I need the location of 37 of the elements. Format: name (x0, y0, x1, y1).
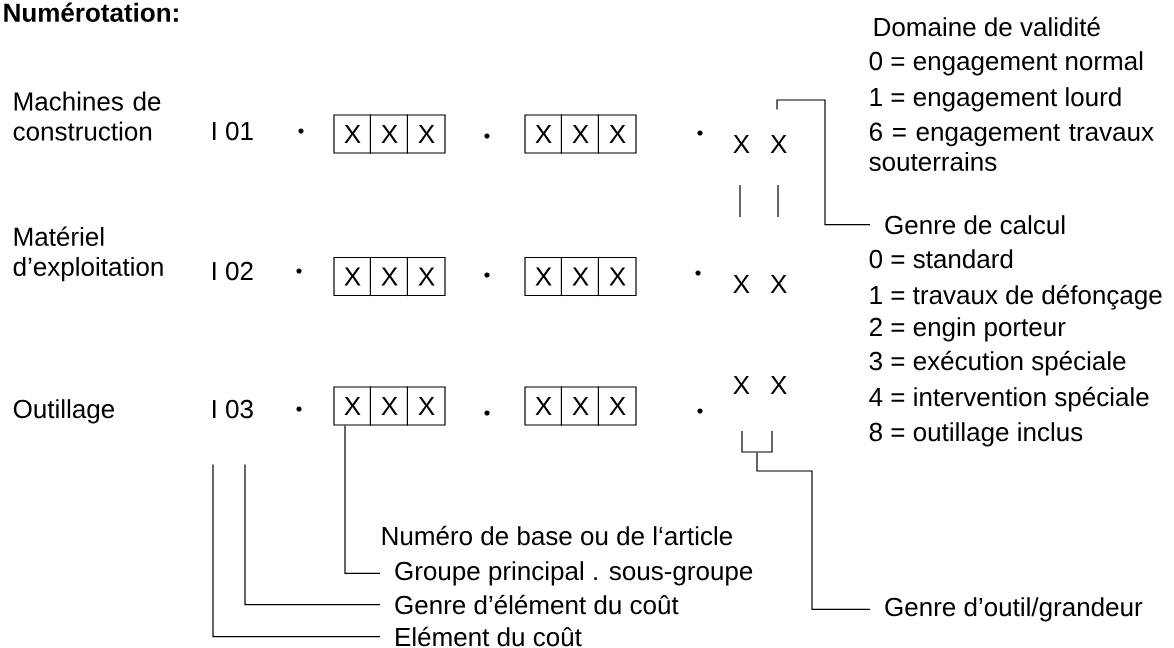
code-digits: X X (733, 275, 787, 293)
leader-line (776, 99, 871, 226)
explanation-text: Groupe principal . sous-groupe (395, 561, 753, 586)
leader-line (344, 425, 381, 574)
explanation-text: 6 = engagement travaux souterrains (869, 122, 1154, 171)
code-box: X X X (333, 113, 446, 155)
leader-line (212, 464, 381, 638)
explanation-text: Numéro de base ou de l‘article (382, 525, 732, 546)
code-prefix: I 01 (213, 121, 253, 141)
explanation-text: 1 = travaux de défonçage (870, 284, 1162, 310)
code-box: X X X (333, 256, 446, 297)
title: Numérotation: (4, 2, 178, 22)
code-prefix: I 02 (213, 261, 253, 281)
leader-line (244, 464, 381, 606)
leader-line (756, 452, 871, 610)
explanation-text: Genre d’élément du coût (395, 594, 679, 615)
explanation-text: Genre d’outil/grandeur (885, 597, 1143, 622)
explanation-text: Domaine de validité (874, 16, 1100, 37)
row-label: Outillage (13, 399, 115, 424)
explanation-text: 2 = engin porteur (869, 317, 1066, 342)
explanation-text: 8 = outillage inclus (869, 422, 1083, 447)
explanation-text: 1 = engagement lourd (870, 87, 1121, 112)
row-label: Matériel d’exploitation (13, 226, 163, 282)
row-label: Machines de construction (13, 91, 161, 141)
code-digits: X X (733, 376, 787, 453)
code-digits: X X (733, 135, 787, 153)
explanation-text: 0 = engagement normal (869, 51, 1143, 76)
code-box: X X X (524, 113, 637, 155)
explanation-text: Elément du coût (396, 626, 582, 647)
explanation-text: 4 = intervention spéciale (869, 386, 1149, 412)
code-box: X X X (524, 385, 637, 427)
explanation-text: 3 = exécution spéciale (869, 350, 1126, 376)
code-box: X X X (524, 256, 637, 297)
code-prefix: I 03 (213, 399, 253, 419)
code-box: X X X (333, 385, 446, 427)
explanation-text: Genre de calcul (885, 215, 1065, 235)
explanation-text: 0 = standard (869, 249, 1013, 269)
